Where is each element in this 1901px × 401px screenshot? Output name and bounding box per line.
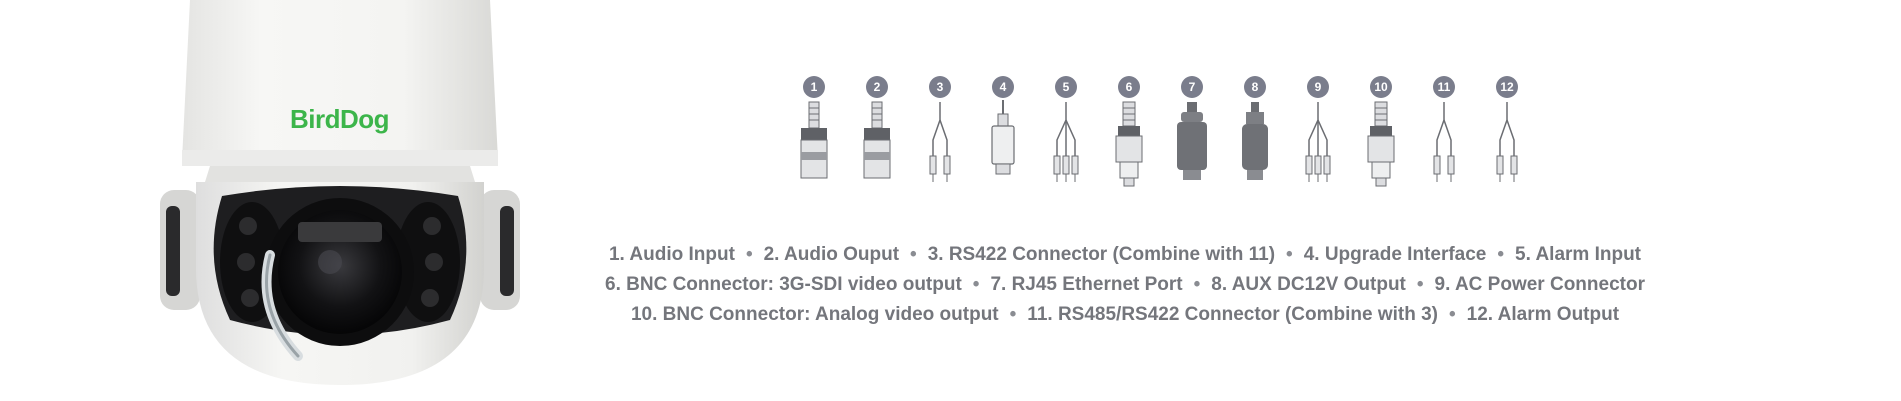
legend-item: 4. Upgrade Interface (1303, 244, 1487, 265)
connector-number-badge: 6 (1118, 76, 1140, 98)
legend-item: 11. RS485/RS422 Connector (Combine with … (1027, 304, 1439, 325)
legend-separator: • (1193, 274, 1201, 295)
legend-separator: • (910, 244, 917, 265)
legend-item: 2. Audio Ouput (763, 244, 900, 265)
dc-plug-icon (1242, 102, 1268, 180)
connector-1: 1 (795, 76, 835, 216)
legend-item: 12. Alarm Output (1466, 304, 1620, 325)
connector-number-badge: 4 (992, 76, 1014, 98)
birddog-logo: BirdDog (290, 104, 390, 134)
legend-line: 1. Audio Input • 2. Audio Ouput • 3. RS422 C… (560, 240, 1690, 270)
twin-wire-icon (1433, 102, 1455, 182)
connector-11: 11 (1425, 76, 1465, 216)
twin-wire-icon (929, 102, 951, 182)
connector-legend: 1. Audio Input • 2. Audio Ouput • 3. RS422 C… (560, 240, 1690, 330)
connector-number-badge: 8 (1244, 76, 1266, 98)
legend-separator: • (1286, 244, 1293, 265)
legend-item: 7. RJ45 Ethernet Port (990, 274, 1183, 295)
connector-number-badge: 11 (1433, 76, 1455, 98)
legend-separator: • (1416, 274, 1424, 295)
legend-item: 1. Audio Input (608, 244, 735, 265)
triple-wire-icon (1305, 102, 1331, 182)
legend-separator: • (1449, 304, 1456, 325)
triple-wire-icon (1053, 102, 1079, 182)
connector-10: 10 (1362, 76, 1402, 216)
connector-number-badge: 1 (803, 76, 825, 98)
connector-5: 5 (1047, 76, 1087, 216)
usb-plug-icon (991, 100, 1015, 175)
connector-number-badge: 12 (1496, 76, 1518, 98)
audio-jack-icon (800, 101, 828, 179)
connector-2: 2 (858, 76, 898, 216)
legend-item: 6. BNC Connector: 3G-SDI video output (605, 274, 962, 295)
audio-jack-icon (863, 101, 891, 179)
legend-line: 10. BNC Connector: Analog video output • 1… (560, 300, 1690, 330)
connector-number-badge: 7 (1181, 76, 1203, 98)
connector-number-badge: 3 (929, 76, 951, 98)
connector-3: 3 (921, 76, 961, 216)
connector-number-badge: 2 (866, 76, 888, 98)
connector-number-badge: 10 (1370, 76, 1392, 98)
connector-12: 12 (1488, 76, 1528, 216)
connector-4: 4 (984, 76, 1024, 216)
rj45-plug-icon (1177, 102, 1207, 180)
ptz-camera-image (160, 0, 520, 385)
connector-7: 7 (1173, 76, 1213, 216)
connector-9: 9 (1299, 76, 1339, 216)
legend-line: 6. BNC Connector: 3G-SDI video output • 7.… (560, 270, 1690, 300)
legend-separator: • (972, 274, 980, 295)
connector-6: 6 (1110, 76, 1150, 216)
legend-separator: • (1009, 304, 1017, 325)
legend-separator: • (1497, 244, 1505, 265)
legend-item: 5. Alarm Input (1515, 244, 1642, 265)
legend-item: 9. AC Power Connector (1434, 274, 1645, 295)
twin-wire-icon (1496, 102, 1518, 182)
connector-row: 1 2 3 4 5 6 7 (795, 76, 1555, 216)
bnc-connector-icon (1115, 101, 1143, 187)
bnc-connector-icon (1367, 101, 1395, 187)
legend-item: 8. AUX DC12V Output (1211, 274, 1406, 295)
connector-number-badge: 5 (1055, 76, 1077, 98)
connector-number-badge: 9 (1307, 76, 1329, 98)
legend-separator: • (745, 244, 753, 265)
connector-8: 8 (1236, 76, 1276, 216)
legend-item: 10. BNC Connector: Analog video output (630, 304, 999, 325)
legend-item: 3. RS422 Connector (Combine with 11) (927, 244, 1276, 265)
